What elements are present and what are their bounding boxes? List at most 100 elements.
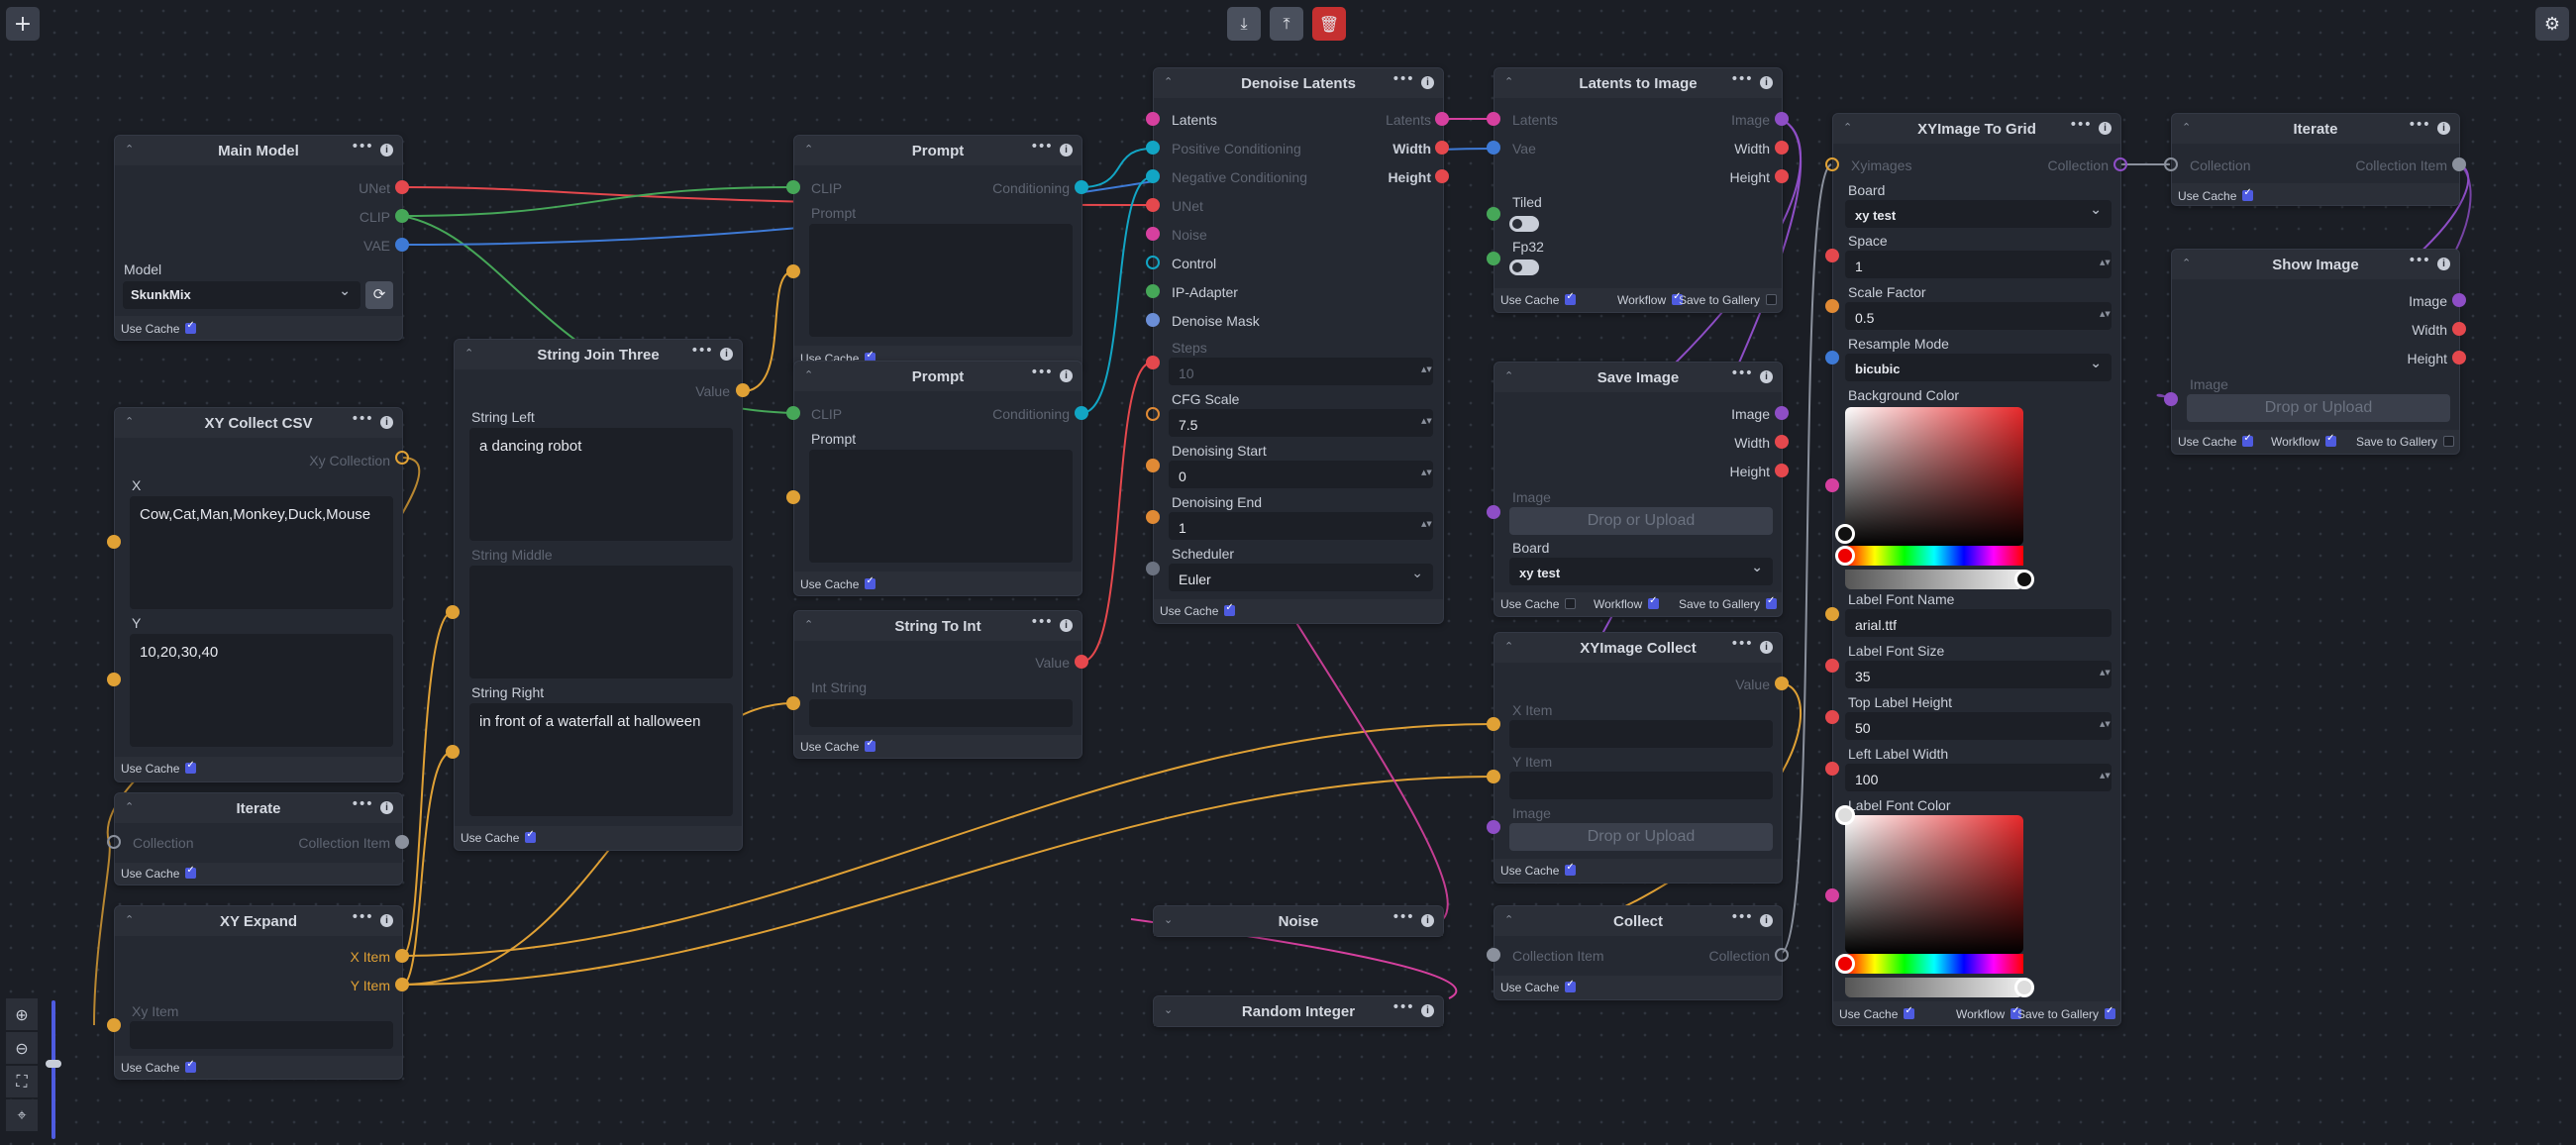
- negative-conditioning-handle[interactable]: [1146, 169, 1160, 183]
- use-cache-checkbox[interactable]: [185, 1059, 197, 1073]
- string-right-input-handle[interactable]: [446, 745, 460, 759]
- zoom-slider-track[interactable]: [52, 1000, 55, 1139]
- collapse-chevron-icon[interactable]: ⌃: [125, 800, 135, 813]
- noise-node[interactable]: ⌄Noise•••i: [1153, 905, 1444, 937]
- save-to-gallery-checkbox[interactable]: [1766, 595, 1778, 609]
- image-output-handle[interactable]: [1775, 406, 1789, 420]
- save-to-gallery-toggle[interactable]: Save to Gallery: [2017, 1005, 2116, 1021]
- workflow-toggle[interactable]: Workflow: [2271, 433, 2337, 449]
- hue-knob[interactable]: [1835, 546, 1855, 566]
- alpha-knob[interactable]: [2014, 978, 2034, 997]
- cfg-scale-input-handle[interactable]: [1146, 407, 1160, 421]
- use-cache-toggle[interactable]: Use Cache: [121, 865, 197, 881]
- use-cache-checkbox[interactable]: [1565, 291, 1577, 305]
- denoising-start-input[interactable]: 0: [1169, 461, 1433, 488]
- collapse-chevron-icon[interactable]: ⌃: [804, 618, 814, 631]
- add-node-button[interactable]: +: [6, 7, 40, 41]
- delete-workflow-button[interactable]: 🗑: [1312, 7, 1346, 41]
- string-left-textarea[interactable]: a dancing robot: [469, 428, 733, 541]
- xyimage-to-grid-node[interactable]: ⌃XYImage To Grid•••i Xyimages Collection…: [1832, 113, 2121, 1026]
- saturation-knob[interactable]: [1835, 805, 1855, 825]
- string-right-textarea[interactable]: in front of a waterfall at halloween: [469, 703, 733, 816]
- collapse-chevron-icon[interactable]: ⌃: [125, 143, 135, 156]
- more-options-icon[interactable]: •••: [1030, 614, 1053, 630]
- fp32-input-handle[interactable]: [1487, 252, 1500, 265]
- expand-chevron-icon[interactable]: ⌄: [1164, 913, 1174, 926]
- collection-input-handle[interactable]: [107, 835, 121, 849]
- prompt-negative-node[interactable]: ⌃Prompt•••i CLIP Conditioning Prompt Use…: [793, 361, 1082, 596]
- use-cache-checkbox[interactable]: [185, 865, 197, 879]
- use-cache-toggle[interactable]: Use Cache: [1500, 597, 1577, 611]
- prompt-input-handle[interactable]: [786, 490, 800, 504]
- y-item-input-handle[interactable]: [1487, 770, 1500, 783]
- use-cache-checkbox[interactable]: [2242, 433, 2254, 447]
- scheduler-select[interactable]: Euler: [1169, 564, 1433, 591]
- width-output-handle[interactable]: [1435, 141, 1449, 155]
- save-to-gallery-checkbox[interactable]: [2105, 1005, 2116, 1019]
- collapse-chevron-icon[interactable]: ⌃: [125, 913, 135, 926]
- top-label-height-input[interactable]: 50: [1845, 712, 2112, 740]
- more-options-icon[interactable]: •••: [1030, 139, 1053, 155]
- top-label-height-input-handle[interactable]: [1825, 710, 1839, 724]
- use-cache-toggle[interactable]: Use Cache: [2178, 187, 2254, 203]
- denoise-latents-node[interactable]: ⌃Denoise Latents•••i Latents Latents Pos…: [1153, 67, 1444, 624]
- use-cache-checkbox[interactable]: [865, 575, 876, 589]
- xyimages-input-handle[interactable]: [1825, 157, 1839, 171]
- info-icon[interactable]: i: [1060, 144, 1073, 156]
- info-icon[interactable]: i: [1060, 369, 1073, 382]
- info-icon[interactable]: i: [2437, 258, 2450, 270]
- string-to-int-node[interactable]: ⌃String To Int•••i Value Int String Use …: [793, 610, 1082, 759]
- more-options-icon[interactable]: •••: [351, 139, 373, 155]
- scale-factor-input-handle[interactable]: [1825, 351, 1839, 364]
- info-icon[interactable]: i: [380, 801, 393, 814]
- collapse-chevron-icon[interactable]: ⌃: [1164, 75, 1174, 88]
- height-output-handle[interactable]: [2452, 351, 2466, 364]
- xyimage-collect-node[interactable]: ⌃XYImage Collect•••i Value X Item Y Item…: [1494, 632, 1783, 884]
- use-cache-checkbox[interactable]: [185, 760, 197, 774]
- collection-item-output-handle[interactable]: [2452, 157, 2466, 171]
- more-options-icon[interactable]: •••: [1730, 365, 1753, 381]
- y-item-output-handle[interactable]: [395, 978, 409, 991]
- collapse-chevron-icon[interactable]: ⌃: [804, 368, 814, 381]
- show-image-node[interactable]: ⌃Show Image•••i Image Width Height Image…: [2171, 249, 2460, 455]
- clip-input-handle[interactable]: [786, 406, 800, 420]
- image-input-handle[interactable]: [1487, 820, 1500, 834]
- fp32-toggle[interactable]: [1509, 260, 1539, 275]
- use-cache-toggle[interactable]: Use Cache: [2178, 433, 2254, 449]
- save-to-gallery-toggle[interactable]: Save to Gallery: [2356, 435, 2455, 449]
- conditioning-output-handle[interactable]: [1075, 180, 1088, 194]
- workflow-checkbox[interactable]: [1672, 291, 1684, 305]
- use-cache-checkbox[interactable]: [865, 350, 876, 364]
- latents-input-handle[interactable]: [1487, 112, 1500, 126]
- string-middle-textarea[interactable]: [469, 566, 733, 678]
- x-input-handle[interactable]: [107, 535, 121, 549]
- collapse-chevron-icon[interactable]: ⌃: [1843, 121, 1853, 134]
- workflow-toggle[interactable]: Workflow: [1594, 595, 1660, 611]
- zoom-out-button[interactable]: ⊖: [6, 1032, 38, 1064]
- denoising-end-input-handle[interactable]: [1146, 510, 1160, 524]
- more-options-icon[interactable]: •••: [690, 343, 713, 359]
- label-font-name-input[interactable]: arial.ttf: [1845, 609, 2112, 637]
- info-icon[interactable]: i: [2437, 122, 2450, 135]
- height-output-handle[interactable]: [1775, 169, 1789, 183]
- info-icon[interactable]: i: [380, 914, 393, 927]
- saturation-panel[interactable]: [1845, 407, 2023, 546]
- y-item-input[interactable]: [1509, 772, 1773, 799]
- tiled-toggle[interactable]: [1509, 216, 1539, 232]
- upload-workflow-button[interactable]: ⤒: [1270, 7, 1303, 41]
- image-drop-zone[interactable]: Drop or Upload: [1509, 507, 1773, 535]
- workflow-checkbox[interactable]: [2010, 1005, 2022, 1019]
- steps-input-handle[interactable]: [1146, 356, 1160, 369]
- prompt-textarea[interactable]: [809, 450, 1073, 563]
- use-cache-toggle[interactable]: Use Cache: [121, 760, 197, 776]
- more-options-icon[interactable]: •••: [2408, 117, 2430, 133]
- workflow-checkbox[interactable]: [1648, 595, 1660, 609]
- resample-mode-select[interactable]: bicubic: [1845, 354, 2112, 381]
- y-csv-textarea[interactable]: 10,20,30,40: [130, 634, 393, 747]
- save-to-gallery-checkbox[interactable]: [1766, 294, 1778, 305]
- use-cache-checkbox[interactable]: [865, 738, 876, 752]
- unet-output-handle[interactable]: [395, 180, 409, 194]
- use-cache-checkbox[interactable]: [1565, 598, 1577, 609]
- conditioning-output-handle[interactable]: [1075, 406, 1088, 420]
- ip-adapter-input-handle[interactable]: [1146, 284, 1160, 298]
